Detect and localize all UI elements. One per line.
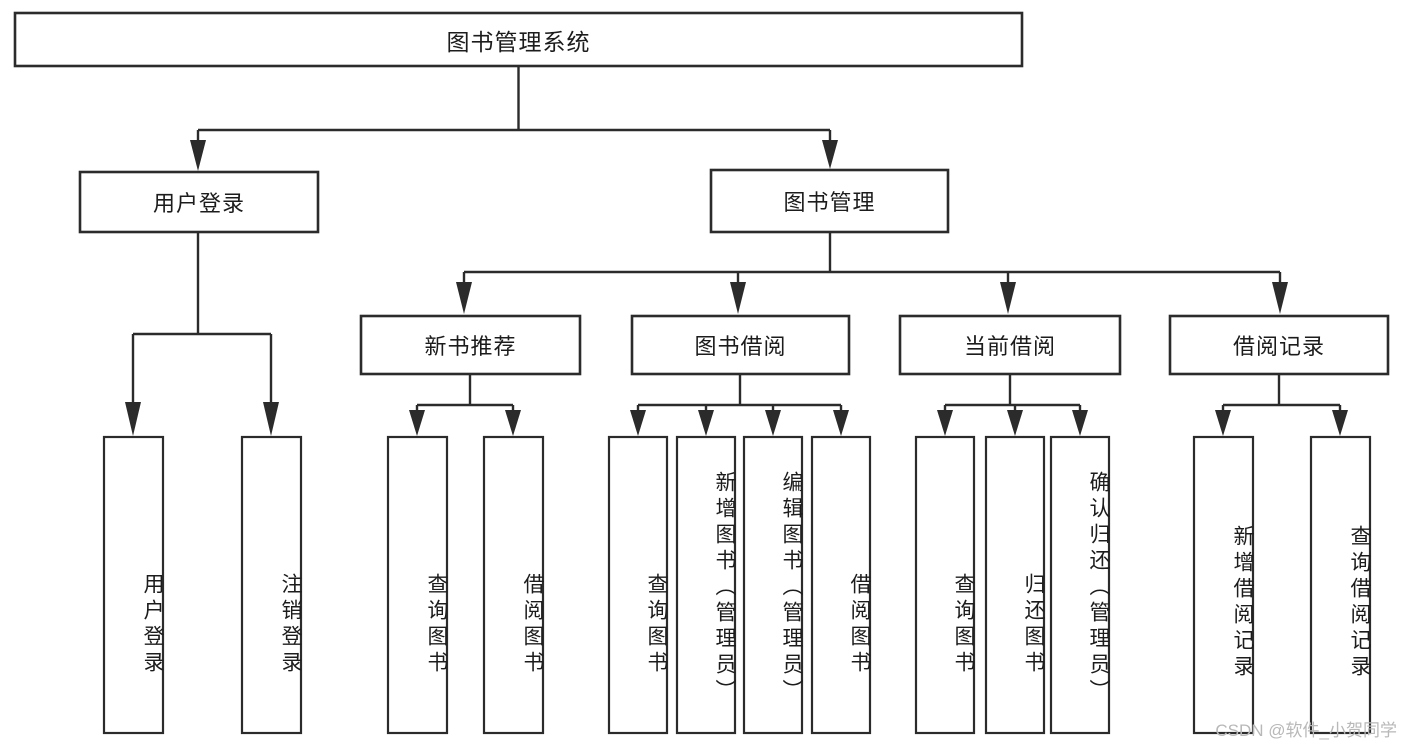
leaf-rect-borrow-3[interactable] bbox=[742, 435, 804, 735]
leaf-rect-user-2[interactable] bbox=[240, 435, 303, 735]
node-current-borrow-rect[interactable] bbox=[898, 314, 1122, 376]
arrow-borrow-leaf-2 bbox=[698, 410, 714, 436]
arrow-user-leaf-1 bbox=[125, 402, 141, 436]
arrow-root-to-user bbox=[190, 140, 206, 171]
node-root-rect[interactable] bbox=[13, 11, 1024, 68]
leaf-rect-records-2[interactable] bbox=[1309, 435, 1372, 735]
arrow-book-to-borrow bbox=[730, 282, 746, 314]
node-book-borrow-rect[interactable] bbox=[630, 314, 851, 376]
leaf-rect-user-1[interactable] bbox=[102, 435, 165, 735]
node-new-book-rect[interactable] bbox=[359, 314, 582, 376]
arrow-borrow-leaf-3 bbox=[765, 410, 781, 436]
leaf-rect-borrow-1[interactable] bbox=[607, 435, 669, 735]
arrow-current-leaf-1 bbox=[937, 410, 953, 436]
leaf-rect-new-2[interactable] bbox=[482, 435, 545, 735]
leaf-rect-records-1[interactable] bbox=[1192, 435, 1255, 735]
arrow-root-to-book bbox=[822, 140, 838, 169]
arrow-book-to-new bbox=[456, 282, 472, 314]
node-user-login-rect[interactable] bbox=[78, 170, 320, 234]
arrow-borrow-leaf-1 bbox=[630, 410, 646, 436]
arrow-current-leaf-2 bbox=[1007, 410, 1023, 436]
leaf-rect-current-2[interactable] bbox=[984, 435, 1046, 735]
leaf-rect-borrow-4[interactable] bbox=[810, 435, 872, 735]
arrow-new-leaf-2 bbox=[505, 410, 521, 436]
leaf-rect-current-3[interactable] bbox=[1049, 435, 1111, 735]
leaf-rect-borrow-2[interactable] bbox=[675, 435, 737, 735]
node-rects-group bbox=[13, 11, 1390, 735]
arrow-user-leaf-2 bbox=[263, 402, 279, 436]
node-book-manage-rect[interactable] bbox=[709, 168, 950, 234]
arrow-book-to-current bbox=[1000, 282, 1016, 314]
connectors-group bbox=[125, 66, 1348, 436]
arrow-current-leaf-3 bbox=[1072, 410, 1088, 436]
arrow-records-leaf-1 bbox=[1215, 410, 1231, 436]
arrow-records-leaf-2 bbox=[1332, 410, 1348, 436]
leaf-rect-current-1[interactable] bbox=[914, 435, 976, 735]
arrow-book-to-records bbox=[1272, 282, 1288, 314]
leaf-rect-new-1[interactable] bbox=[386, 435, 449, 735]
node-borrow-records-rect[interactable] bbox=[1168, 314, 1390, 376]
arrow-borrow-leaf-4 bbox=[833, 410, 849, 436]
arrow-new-leaf-1 bbox=[409, 410, 425, 436]
